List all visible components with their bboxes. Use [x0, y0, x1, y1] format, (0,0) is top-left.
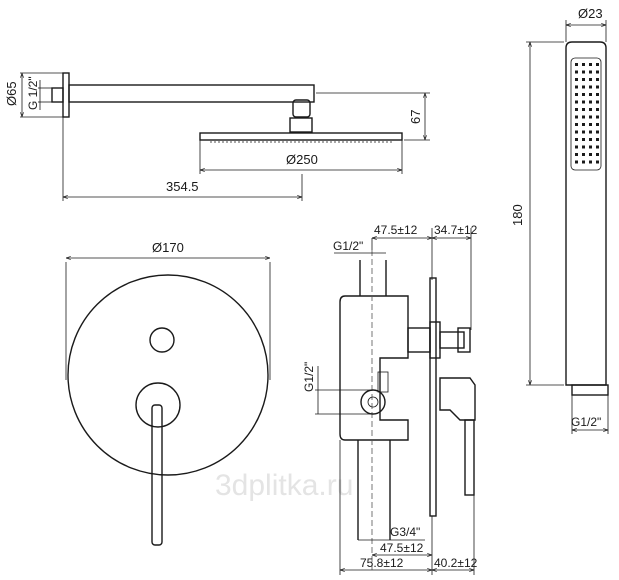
arm	[68, 84, 315, 103]
nozzle-grid	[575, 63, 599, 164]
nozzle	[582, 78, 585, 81]
diverter-button	[149, 327, 175, 353]
bottom-depth-label: 47.5±12	[380, 541, 424, 555]
nozzle	[575, 153, 578, 156]
top-projection-label: 34.7±12	[434, 223, 478, 237]
handle	[439, 377, 476, 421]
nozzle	[575, 115, 578, 119]
top-depth-label: 47.5±12	[374, 223, 418, 237]
nozzle	[582, 63, 585, 66]
nozzle	[589, 160, 592, 164]
wall-plate	[429, 277, 437, 517]
thread-stub	[51, 87, 64, 103]
nozzle	[589, 115, 592, 119]
nozzle	[596, 108, 599, 111]
nozzle	[589, 145, 592, 149]
hand-shower-body	[565, 41, 607, 386]
nozzle	[589, 63, 592, 66]
cover-plate	[67, 274, 269, 476]
nozzle	[582, 160, 585, 164]
nozzle	[582, 138, 585, 141]
nozzle	[575, 78, 578, 81]
nozzle	[575, 93, 578, 96]
nozzle	[575, 63, 578, 66]
nozzle	[596, 123, 599, 126]
side-thread-label: G1/2"	[302, 362, 316, 392]
nozzle	[596, 63, 599, 66]
nozzle	[575, 160, 578, 164]
nozzle	[596, 138, 599, 141]
top-thread-label: G1/2"	[333, 239, 363, 253]
nozzle	[582, 70, 585, 74]
arm-length-label: 354.5	[166, 179, 199, 194]
handle-hub	[135, 382, 181, 428]
nozzle	[589, 108, 592, 111]
nozzle	[575, 100, 578, 104]
nozzle	[589, 138, 592, 141]
flange-diameter-label: Ø65	[4, 81, 19, 106]
nozzle	[582, 108, 585, 111]
plate-diameter-label: Ø170	[152, 240, 184, 255]
nozzle	[596, 78, 599, 81]
arm-thread-label: G 1/2"	[26, 76, 40, 110]
nozzle	[575, 130, 578, 134]
nozzle	[575, 108, 578, 111]
hand-shower-view: Ø23 180 G1/2"	[510, 6, 609, 434]
nozzle	[596, 145, 599, 149]
nozzle	[596, 115, 599, 119]
nozzle	[596, 100, 599, 104]
bottom-thread-label: G3/4"	[390, 525, 420, 539]
nozzle	[589, 93, 592, 96]
wall-flange	[62, 72, 70, 118]
nozzle	[582, 153, 585, 156]
nozzle	[582, 145, 585, 149]
nozzle	[582, 93, 585, 96]
nozzle	[596, 160, 599, 164]
nozzle	[596, 85, 599, 89]
side-lever	[464, 419, 475, 496]
nozzle	[582, 100, 585, 104]
nozzle	[589, 123, 592, 126]
nozzle	[582, 123, 585, 126]
mixer-front-view: Ø170	[65, 240, 271, 546]
nozzle	[575, 123, 578, 126]
nozzle	[575, 70, 578, 74]
outlet-fitting	[360, 389, 386, 415]
shower-head	[199, 132, 403, 141]
nozzle	[596, 70, 599, 74]
nozzle	[589, 153, 592, 156]
nozzle	[589, 85, 592, 89]
nozzle	[596, 130, 599, 134]
head-diameter-label: Ø250	[286, 152, 318, 167]
nozzle	[575, 145, 578, 149]
nozzle	[589, 130, 592, 134]
nozzle	[589, 78, 592, 81]
hose-connector	[571, 384, 609, 396]
mixer-side-view: 47.5±12 34.7±12 G1/2" G1/2" G3/4" 47.5±1…	[302, 223, 478, 575]
nozzle	[582, 85, 585, 89]
nozzle	[575, 138, 578, 141]
hand-shower-length-label: 180	[510, 204, 525, 226]
arm-connector	[292, 99, 311, 118]
nozzle	[596, 93, 599, 96]
lever	[151, 404, 163, 546]
nozzle	[589, 100, 592, 104]
watermark: 3dplitka.ru	[215, 469, 353, 502]
front-projection-label: 40.2±12	[434, 556, 478, 570]
total-depth-label: 75.8±12	[360, 556, 404, 570]
nozzle	[582, 115, 585, 119]
ball-joint	[289, 117, 313, 133]
head-height-label: 67	[408, 110, 423, 124]
valve-body	[339, 295, 409, 441]
hand-shower-thread-label: G1/2"	[571, 415, 601, 429]
nozzle	[575, 85, 578, 89]
shower-arm-view: Ø65 G 1/2" 67 Ø250 354.5	[4, 72, 430, 201]
hand-shower-diameter-label: Ø23	[578, 6, 603, 21]
nozzle	[596, 153, 599, 156]
nozzle	[582, 130, 585, 134]
nozzle	[589, 70, 592, 74]
